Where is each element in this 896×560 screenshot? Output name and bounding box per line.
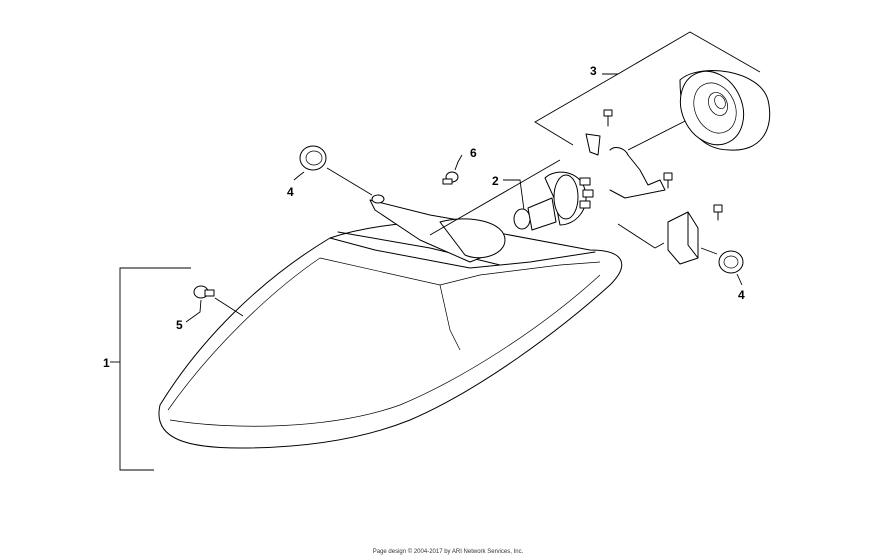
bulb-cover-assembly[interactable] bbox=[534, 31, 771, 265]
callout-6: 6 bbox=[470, 146, 477, 160]
grommet-left[interactable] bbox=[293, 145, 373, 196]
callout-3: 3 bbox=[590, 64, 597, 78]
grommet-right[interactable] bbox=[700, 247, 744, 286]
headlight-bulb[interactable] bbox=[429, 159, 594, 236]
callout-1: 1 bbox=[103, 356, 110, 370]
callout-4-left: 4 bbox=[287, 185, 294, 199]
callout-4-right: 4 bbox=[738, 288, 745, 302]
headlight-housing[interactable] bbox=[158, 194, 622, 449]
callout-2: 2 bbox=[492, 174, 499, 188]
copyright-footer: Page design © 2004-2017 by ARI Network S… bbox=[372, 549, 524, 555]
callout-1-bracket bbox=[110, 267, 191, 471]
screw-6[interactable] bbox=[442, 154, 463, 185]
screw-5[interactable] bbox=[185, 285, 244, 323]
callout-5: 5 bbox=[176, 318, 183, 332]
